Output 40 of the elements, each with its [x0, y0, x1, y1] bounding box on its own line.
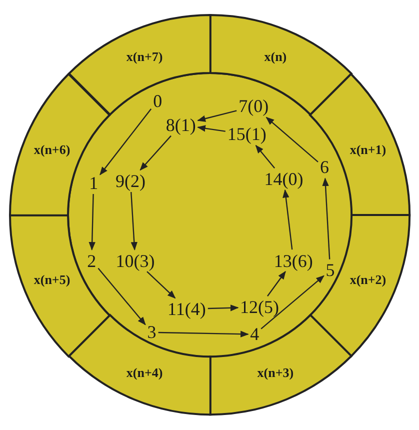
index-label: 10(3)	[116, 252, 155, 270]
arrow	[100, 108, 152, 176]
index-label: 0	[153, 92, 162, 110]
arrow	[130, 192, 138, 250]
index-label: 12(5)	[240, 298, 279, 316]
index-label: 3	[147, 323, 156, 342]
arrow	[260, 275, 324, 330]
index-label: 11(4)	[168, 300, 206, 318]
index-label: 14(0)	[264, 170, 304, 188]
index-label: 9(2)	[115, 172, 146, 190]
segment-label: x(n+5)	[34, 272, 70, 288]
arrow	[98, 268, 146, 326]
arrow	[208, 304, 239, 312]
index-label: 5	[326, 261, 335, 280]
index-label: 13(6)	[274, 252, 313, 270]
arrow	[158, 330, 249, 338]
index-label: 6	[320, 158, 329, 176]
segment-label: x(n+6)	[34, 142, 70, 158]
arrow	[197, 110, 237, 122]
arrow	[197, 125, 226, 132]
arrow	[146, 271, 176, 299]
segment-label: x(n+4)	[126, 364, 163, 381]
arrow	[255, 144, 276, 168]
segment-label: x(n)	[264, 49, 287, 66]
segment-label: x(n+3)	[257, 364, 294, 381]
index-label: 8(1)	[166, 116, 196, 134]
index-label: 4	[250, 325, 260, 344]
index-label: 2	[87, 252, 96, 270]
index-label: 7(0)	[238, 97, 269, 116]
segment-label: x(n+2)	[350, 272, 386, 288]
arrow	[266, 116, 318, 162]
index-label: 15(1)	[227, 125, 266, 144]
arrow	[140, 135, 172, 171]
segment-label: x(n+1)	[350, 142, 386, 158]
index-label: 1	[89, 174, 98, 192]
segment-label: x(n+7)	[126, 49, 163, 66]
arrow	[322, 178, 330, 260]
arrow	[267, 270, 286, 296]
arrow	[88, 194, 96, 250]
arrow	[282, 189, 293, 250]
